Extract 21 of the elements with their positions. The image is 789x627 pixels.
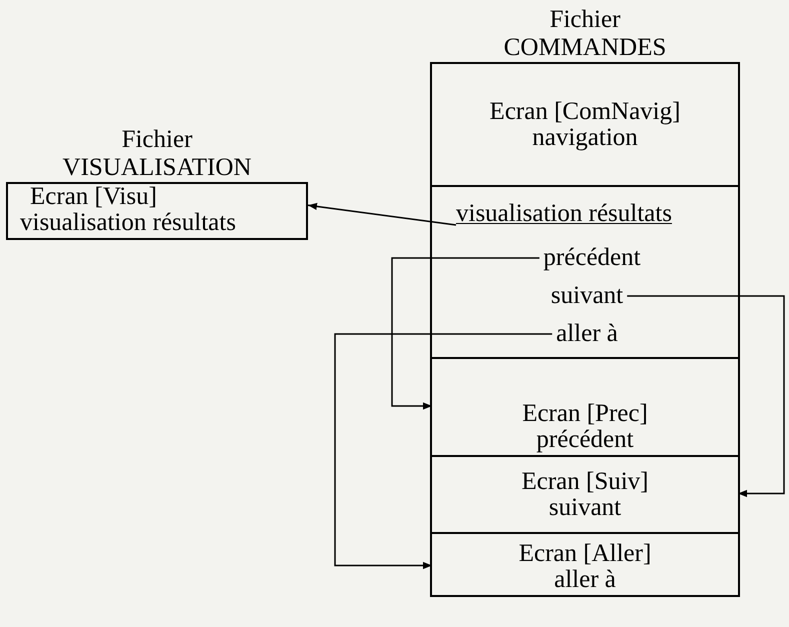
arrow [391, 257, 540, 410]
arrow [308, 202, 456, 226]
screen-label: visualisation résultats [20, 210, 236, 236]
menu-item: visualisation résultats [456, 199, 672, 229]
screen-label: Ecran [Prec] [522, 401, 648, 427]
screen-label: Ecran [Visu] [29, 184, 157, 210]
file-heading: Fichier COMMANDES [502, 6, 668, 62]
screen-label: Ecran [Suiv] [521, 468, 649, 494]
file-heading: Fichier VISUALISATION [62, 126, 252, 182]
screen-section [432, 357, 738, 455]
screen-label: aller à [554, 566, 616, 592]
arrow [334, 333, 552, 570]
screen-label: Ecran [Aller] [518, 540, 652, 566]
menu-item: aller à [556, 319, 618, 349]
menu-item: précédent [543, 243, 641, 273]
screen-label: précédent [536, 427, 634, 453]
screen-label: navigation [532, 124, 638, 150]
arrow [627, 295, 785, 498]
menu-item: suivant [550, 281, 624, 311]
screen-label: Ecran [ComNavig] [490, 98, 680, 124]
screen-label: suivant [548, 494, 622, 520]
